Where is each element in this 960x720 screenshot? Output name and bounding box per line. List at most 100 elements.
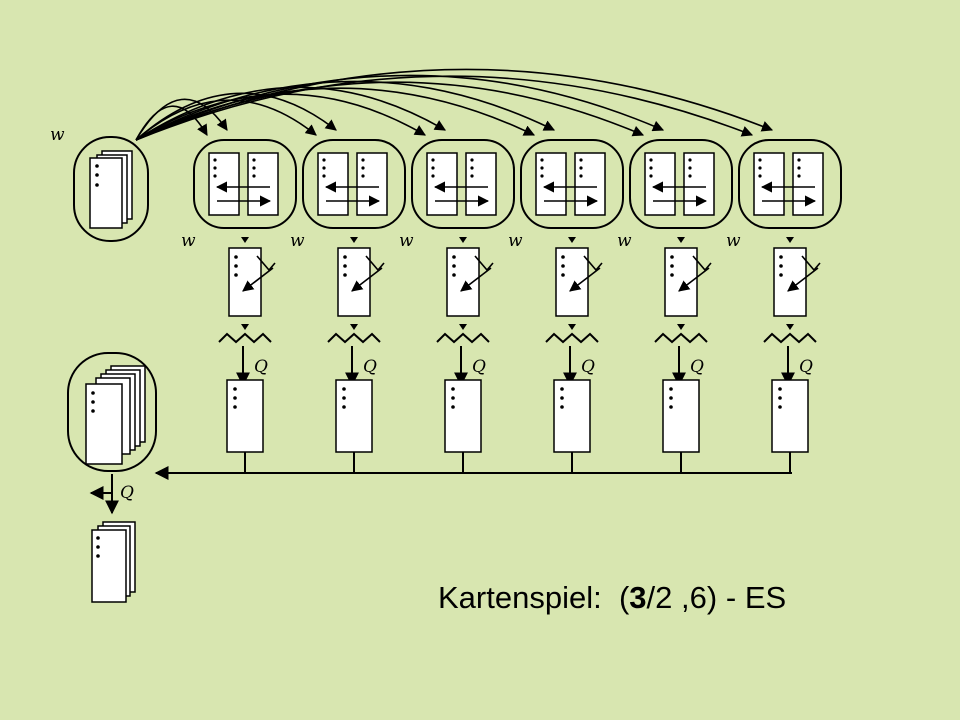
fitness-zigzag	[763, 332, 817, 344]
random-draw-symbol: w	[399, 231, 414, 251]
card-pip	[579, 174, 583, 178]
card-pip	[343, 255, 347, 259]
card-pip	[670, 264, 674, 268]
mutation-arrow	[460, 267, 492, 292]
card-pip	[561, 255, 565, 259]
random-draw-symbol: w	[617, 231, 632, 251]
mate-card-right	[683, 152, 715, 216]
fitness-zigzag	[654, 332, 708, 344]
card-pip	[431, 166, 435, 170]
card-pip	[322, 174, 326, 178]
mutation-bolt	[474, 255, 494, 272]
parent-population	[73, 136, 149, 242]
card-pip	[91, 400, 95, 404]
card-pip	[234, 264, 238, 268]
caption-close-paren: )	[706, 580, 718, 615]
card-pip	[451, 396, 455, 400]
mutation-arrow	[787, 267, 819, 292]
mate-card-left	[535, 152, 567, 216]
card-pip	[343, 264, 347, 268]
card-pip	[322, 166, 326, 170]
card-pip	[96, 536, 100, 540]
mutation-bolt	[256, 255, 276, 272]
parent-population-outline	[73, 136, 149, 242]
mutation-arrow	[351, 267, 383, 292]
card-pip	[778, 387, 782, 391]
mutated-child-card	[337, 247, 371, 317]
evaluated-child-card	[226, 379, 264, 453]
quality-symbol: Q	[690, 357, 704, 377]
mutation-bolt	[692, 255, 712, 272]
next-parent-card-front	[91, 529, 127, 603]
card-pip	[451, 405, 455, 409]
card-pip	[252, 174, 256, 178]
pool-card-front	[85, 383, 123, 465]
caption-open-paren: (	[618, 580, 630, 615]
next-parents	[91, 521, 136, 603]
card-pip	[213, 166, 217, 170]
flow-marker	[786, 324, 794, 330]
selection-arc	[135, 68, 774, 141]
mate-card-right	[574, 152, 606, 216]
mate-card-left	[426, 152, 458, 216]
card-pip	[797, 166, 801, 170]
flow-marker	[350, 324, 358, 330]
card-pip	[540, 166, 544, 170]
evaluated-child-card	[662, 379, 700, 453]
card-pip	[470, 158, 474, 162]
recombination-group	[738, 139, 842, 229]
mate-card-right	[356, 152, 388, 216]
mutation-arrow	[678, 267, 710, 292]
card-pip	[560, 396, 564, 400]
card-pip	[452, 273, 456, 277]
card-pip	[560, 387, 564, 391]
evaluated-child-card	[335, 379, 373, 453]
selection-arc	[135, 80, 556, 141]
card-pip	[579, 166, 583, 170]
selection-symbol: Q	[120, 483, 134, 503]
card-pip	[452, 264, 456, 268]
card-pip	[91, 391, 95, 395]
mate-card-right	[792, 152, 824, 216]
random-draw-symbol: w	[726, 231, 741, 251]
card-pip	[669, 405, 673, 409]
mutated-child-card	[228, 247, 262, 317]
card-pip	[670, 255, 674, 259]
new-population	[67, 352, 157, 472]
caption-mu: 3	[629, 580, 647, 615]
card-pip	[688, 174, 692, 178]
random-draw-symbol: w	[290, 231, 305, 251]
card-pip	[361, 174, 365, 178]
card-pip	[669, 396, 673, 400]
evaluated-child-card	[553, 379, 591, 453]
card-pip	[91, 409, 95, 413]
fitness-zigzag	[436, 332, 490, 344]
evaluated-child-card	[444, 379, 482, 453]
card-pip	[540, 158, 544, 162]
card-pip	[361, 158, 365, 162]
column-4: wQ	[508, 139, 624, 473]
column-3: wQ	[399, 139, 515, 473]
mutated-child-card	[664, 247, 698, 317]
caption-rho: 2	[655, 580, 673, 615]
card-pip	[252, 166, 256, 170]
card-pip	[234, 273, 238, 277]
column-1: wQ	[181, 139, 297, 473]
recombination-group	[193, 139, 297, 229]
mate-card-right	[465, 152, 497, 216]
flow-marker	[786, 237, 794, 243]
selection-arc	[135, 98, 228, 141]
random-draw-symbol: w	[508, 231, 523, 251]
card-pip	[95, 164, 99, 168]
card-pip	[778, 396, 782, 400]
card-pip	[561, 273, 565, 277]
card-pip	[779, 273, 783, 277]
recombination-group	[302, 139, 406, 229]
card-pip	[779, 255, 783, 259]
flow-marker	[459, 237, 467, 243]
card-pip	[233, 405, 237, 409]
caption-es: ES	[744, 580, 787, 615]
card-pip	[579, 158, 583, 162]
caption: Kartenspiel: (3/2 ,6) - ES	[438, 580, 786, 616]
card-pip	[561, 264, 565, 268]
